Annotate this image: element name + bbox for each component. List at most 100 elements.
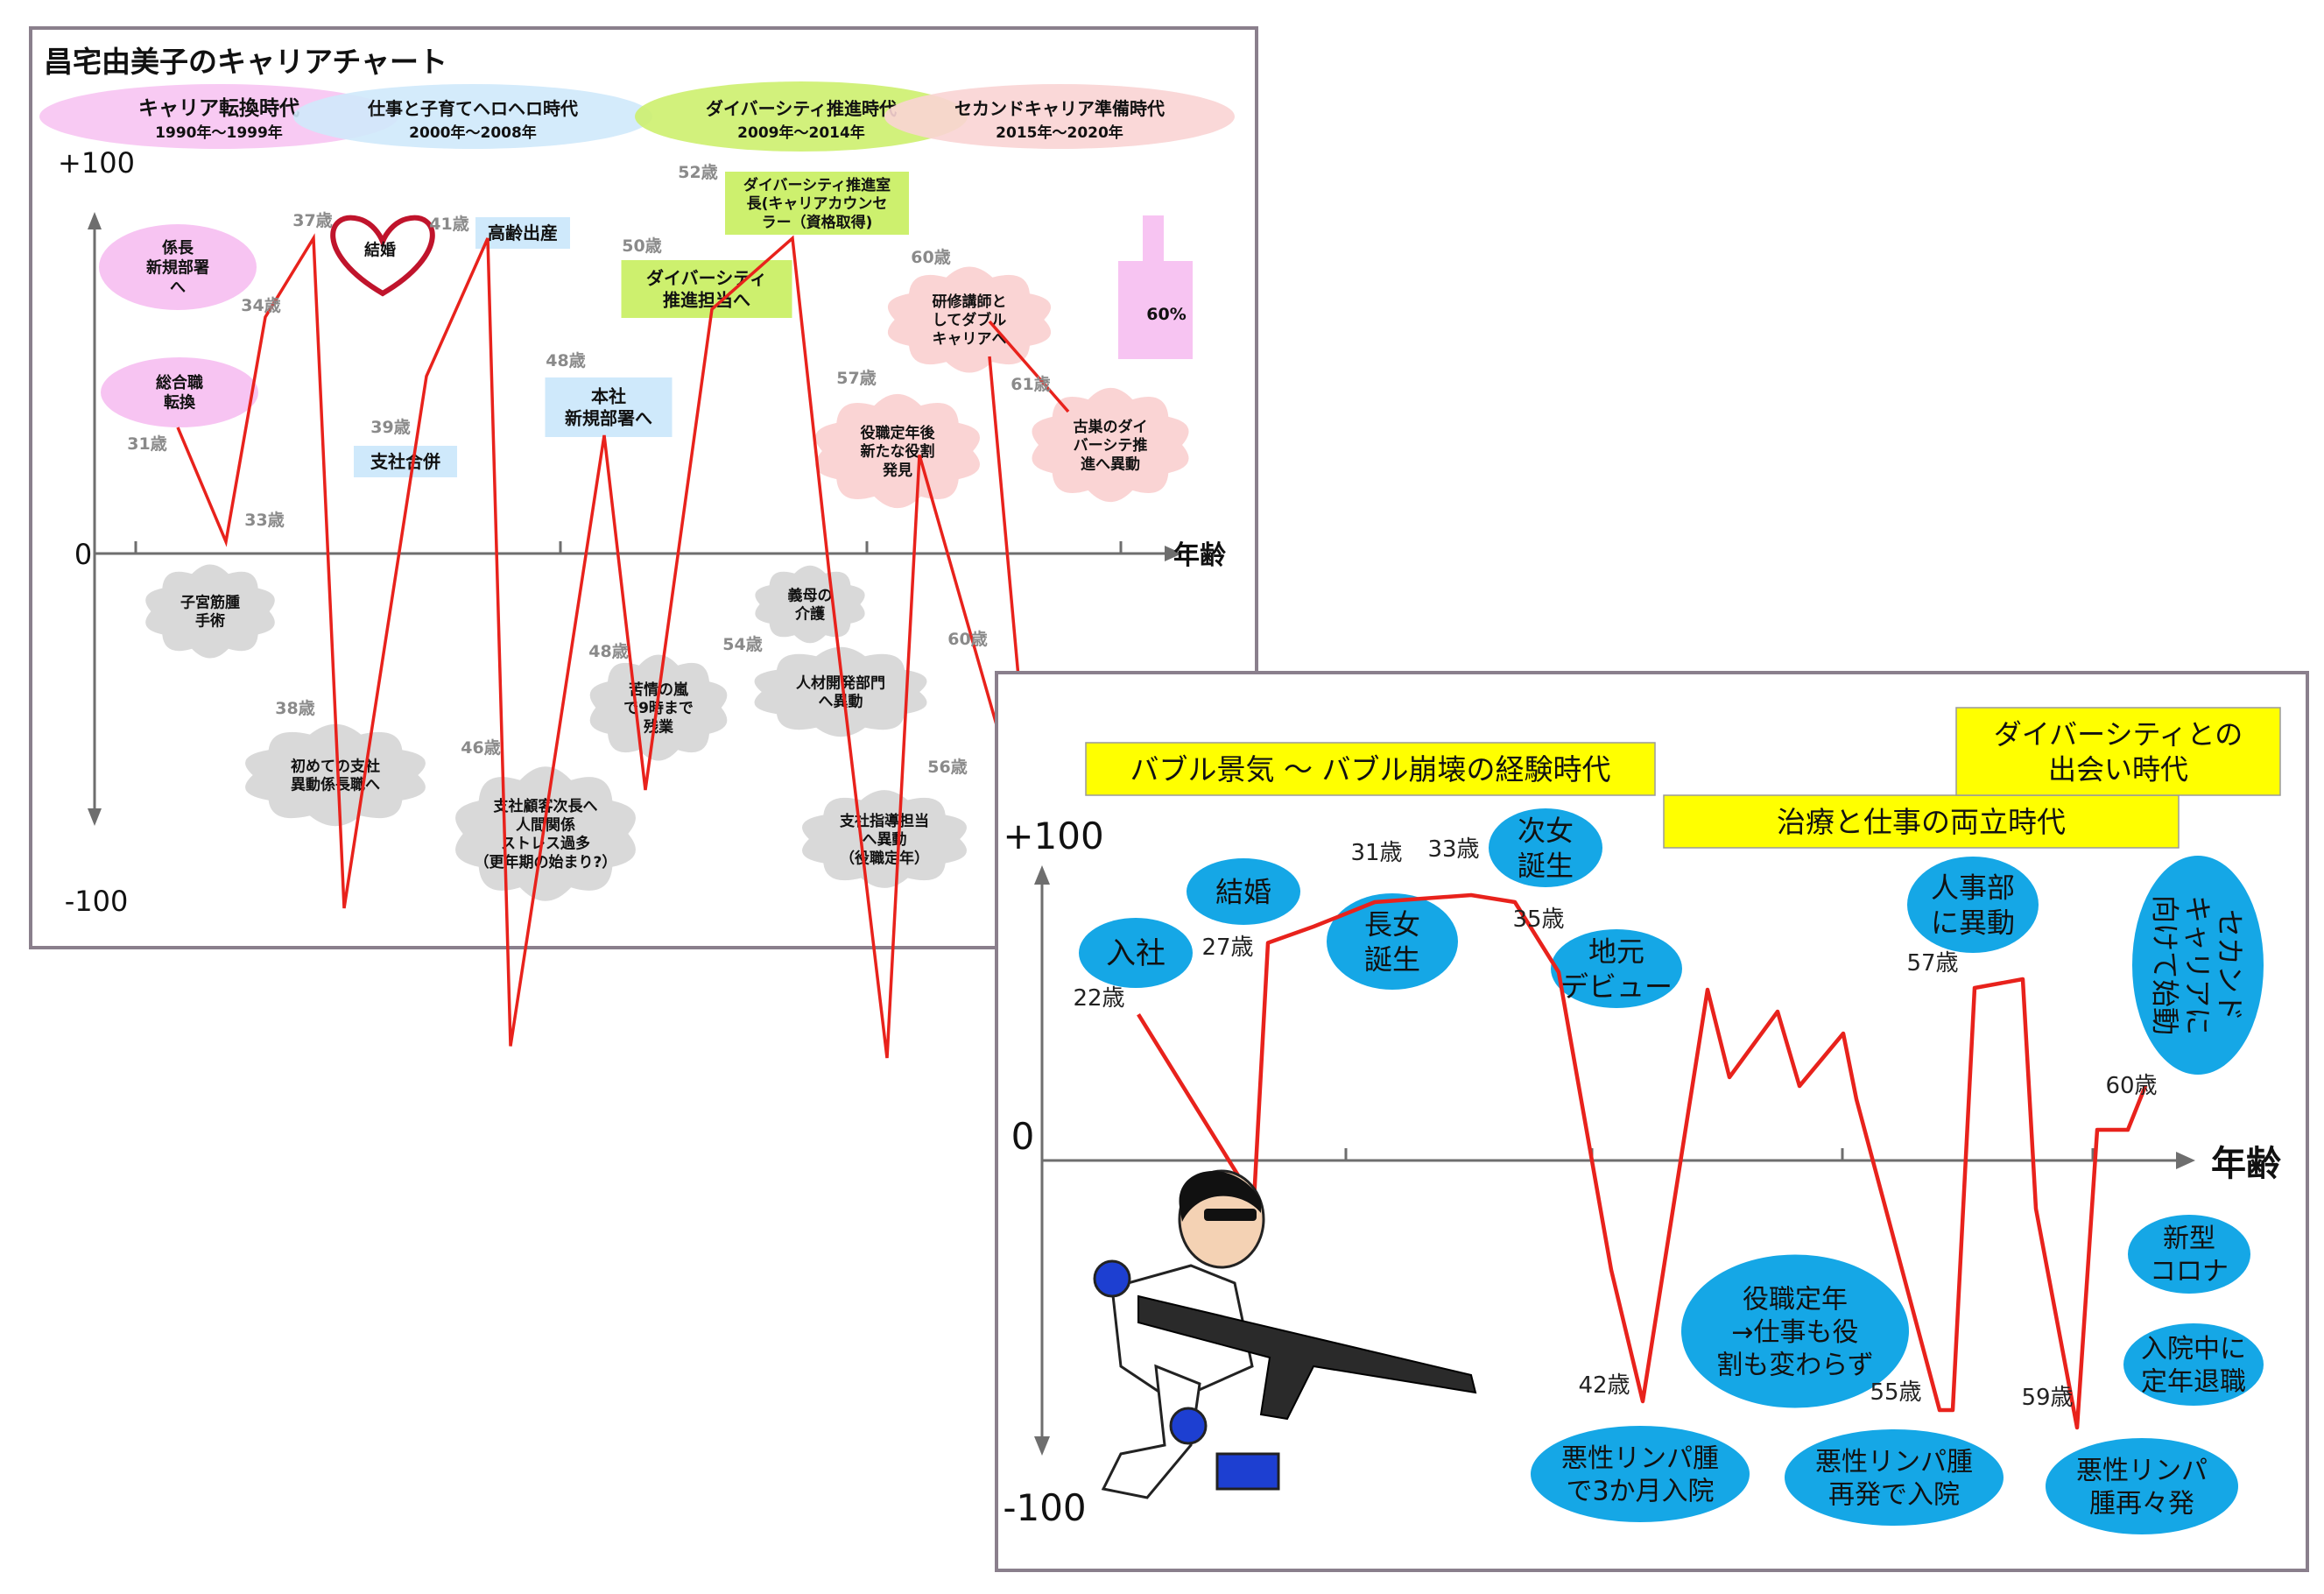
- annotation-label-line: 60%: [1146, 305, 1186, 324]
- annotation-label-line: （更年期の始まり?）: [475, 853, 617, 871]
- annotation-label-line: 子宮筋腫: [180, 593, 240, 611]
- era-years: 2000年〜2008年: [409, 123, 537, 142]
- annotation-label-line: 役職定年: [1743, 1284, 1848, 1315]
- age-label: 31歳: [1350, 840, 1402, 866]
- annotation-label-line: →仕事も役: [1731, 1317, 1858, 1348]
- age-label: 60歳: [2105, 1073, 2157, 1099]
- age-label: 60歳: [947, 630, 987, 649]
- y-tick-label: 0: [1011, 1115, 1035, 1158]
- annotation-label-line: 地元: [1588, 935, 1644, 969]
- age-label: 39歳: [370, 418, 410, 437]
- annotation-label-line: 割も変わらず: [1716, 1350, 1873, 1380]
- annotation-label-line: 結婚: [364, 240, 396, 259]
- x-axis-label: 年齢: [2211, 1144, 2281, 1184]
- annotation-label-line: 新規部署へ: [565, 408, 652, 429]
- annotation-label-line: キャリアに: [2180, 895, 2214, 1035]
- annotation-label-line: 悪性リンパ腫: [1815, 1447, 1973, 1478]
- age-label: 22歳: [1073, 985, 1124, 1012]
- era-name: キャリア転換時代: [138, 97, 299, 120]
- age-label: 46歳: [461, 738, 500, 758]
- age-label: 50歳: [622, 236, 661, 256]
- age-label: 61歳: [1011, 375, 1050, 394]
- annotation-label: 研修講師としてダブルキャリアへ: [933, 293, 1007, 349]
- annotation-label: ダイバーシティ推進室長(キャリアカウンセラー（資格取得): [743, 176, 891, 232]
- annotation-label-line: 高齢出産: [488, 222, 558, 243]
- annotation-label-line: 長(キャリアカウンセ: [747, 195, 888, 213]
- era-name-line: バブル景気 〜 バブル崩壊の経験時代: [1130, 752, 1611, 786]
- annotation-label-line: 入院中に: [2141, 1334, 2246, 1365]
- annotation-label-line: 手術: [195, 612, 225, 631]
- age-label: 42歳: [1578, 1372, 1630, 1399]
- annotation-label-line: 新たな役割: [861, 442, 935, 461]
- age-label: 48歳: [588, 642, 628, 661]
- annotation-label-line: 再発で入院: [1828, 1480, 1960, 1511]
- age-label: 34歳: [241, 296, 280, 315]
- age-label: 52歳: [678, 163, 717, 182]
- annotation-label-line: 義母の: [788, 586, 833, 604]
- annotation-label-line: 入社: [1106, 936, 1166, 971]
- era-name-line: 出会い時代: [2048, 753, 2188, 786]
- era-years: 2015年〜2020年: [996, 123, 1123, 142]
- age-label: 27歳: [1201, 935, 1253, 961]
- annotation-label-line: 進へ異動: [1081, 455, 1140, 473]
- annotation-label-line: へ: [170, 279, 186, 297]
- age-label: 37歳: [292, 211, 332, 230]
- annotation-label-line: 腫再々発: [2089, 1489, 2194, 1520]
- annotation-label: 結婚: [364, 240, 396, 259]
- annotation-label: セカンドキャリアに向けて始動: [2149, 895, 2247, 1035]
- annotation-label-line: 誕生: [1364, 943, 1420, 977]
- age-label: 55歳: [1870, 1379, 1921, 1406]
- annotation-label-line: キャリアへ: [933, 330, 1007, 348]
- annotation-label-line: で3か月入院: [1566, 1477, 1714, 1507]
- annotation-label-line: セカンド: [2213, 909, 2246, 1021]
- annotation-label-line: 次女: [1518, 815, 1574, 848]
- annotation-label-line: 総合職: [156, 373, 203, 392]
- annotation-label: 60%: [1146, 305, 1186, 324]
- era-name-line: ダイバーシティとの: [1994, 718, 2243, 751]
- annotation-label-line: 悪性リンパ: [2076, 1456, 2208, 1486]
- annotation-label-line: 人事部: [1931, 871, 2015, 905]
- annotation-label-line: 残業: [644, 717, 673, 736]
- age-label: 33歳: [244, 511, 284, 530]
- annotation-label: 結婚: [1215, 876, 1271, 909]
- annotation-label: 高齢出産: [488, 222, 558, 243]
- annotation-label-line: 新型: [2163, 1224, 2215, 1254]
- era-name-line: 治療と仕事の両立時代: [1777, 805, 2066, 839]
- annotation-label: 古巣のダイバーシテ推進へ異動: [1074, 418, 1148, 474]
- era-name: 仕事と子育てヘロヘロ時代: [367, 98, 578, 119]
- age-label: 54歳: [722, 635, 762, 654]
- age-label: 56歳: [927, 758, 967, 777]
- annotation-label-line: 支社合併: [370, 451, 440, 472]
- y-tick-label: -100: [1003, 1486, 1086, 1529]
- career-chart-right: バブル景気 〜 バブル崩壊の経験時代治療と仕事の両立時代 ダイバーシティとの出会い…: [997, 673, 2307, 1570]
- annotation-label-line: ストレス過多: [501, 835, 590, 853]
- annotation-label-line: 誕生: [1518, 850, 1574, 883]
- age-label: 59歳: [2021, 1385, 2073, 1411]
- annotation-label-line: 悪性リンパ腫: [1561, 1443, 1719, 1474]
- annotation-label-line: に異動: [1931, 906, 2015, 940]
- annotation-label: 支社合併: [370, 451, 440, 472]
- annotation-label-line: コロナ: [2150, 1257, 2229, 1287]
- chart-title: 昌宅由美子のキャリアチャート: [44, 45, 447, 79]
- annotation-label-line: 結婚: [1215, 876, 1271, 909]
- age-label: 41歳: [429, 215, 468, 234]
- annotation-label-line: 向けて始動: [2149, 895, 2182, 1035]
- annotation-label-line: 転換: [164, 393, 196, 413]
- era-name: 治療と仕事の両立時代: [1777, 805, 2066, 839]
- era-years: 1990年〜1999年: [155, 123, 283, 142]
- annotation-label-line: （役職定年）: [840, 849, 929, 867]
- annotation-label-line: 発見: [882, 461, 912, 479]
- y-tick-label: +100: [1003, 815, 1103, 857]
- age-label: 57歳: [1906, 950, 1958, 977]
- annotation-label-line: へ異動: [819, 693, 863, 711]
- annotation-label-line: バーシテ推: [1074, 436, 1148, 455]
- person-shoulder: [1095, 1261, 1130, 1296]
- age-label: 35歳: [1512, 906, 1564, 933]
- age-label: 60歳: [911, 248, 950, 267]
- person-knee: [1171, 1408, 1206, 1443]
- annotation-label-line: 定年退職: [2141, 1367, 2246, 1398]
- era-name: バブル景気 〜 バブル崩壊の経験時代: [1130, 752, 1611, 786]
- age-label: 38歳: [275, 699, 314, 718]
- x-axis-label: 年齢: [1173, 540, 1226, 571]
- annotation-label: 入社: [1106, 936, 1166, 971]
